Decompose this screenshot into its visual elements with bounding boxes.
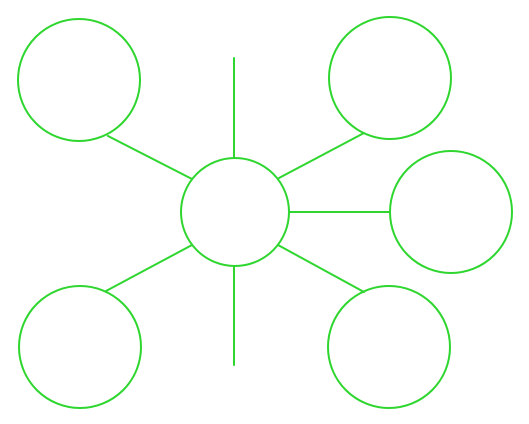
circle-nodes [17, 16, 513, 409]
edge-top-left [107, 135, 193, 180]
edge-bottom-left [105, 244, 193, 292]
satellite-right [389, 150, 513, 274]
hub-circle [180, 157, 290, 267]
connector-lines [105, 57, 391, 366]
edge-top-right [278, 132, 365, 179]
satellite-top-right [328, 16, 452, 140]
satellite-top-left [17, 18, 141, 142]
satellite-bottom-right [327, 285, 451, 409]
satellite-bottom-left [18, 285, 142, 409]
edge-bottom-right [277, 244, 365, 293]
